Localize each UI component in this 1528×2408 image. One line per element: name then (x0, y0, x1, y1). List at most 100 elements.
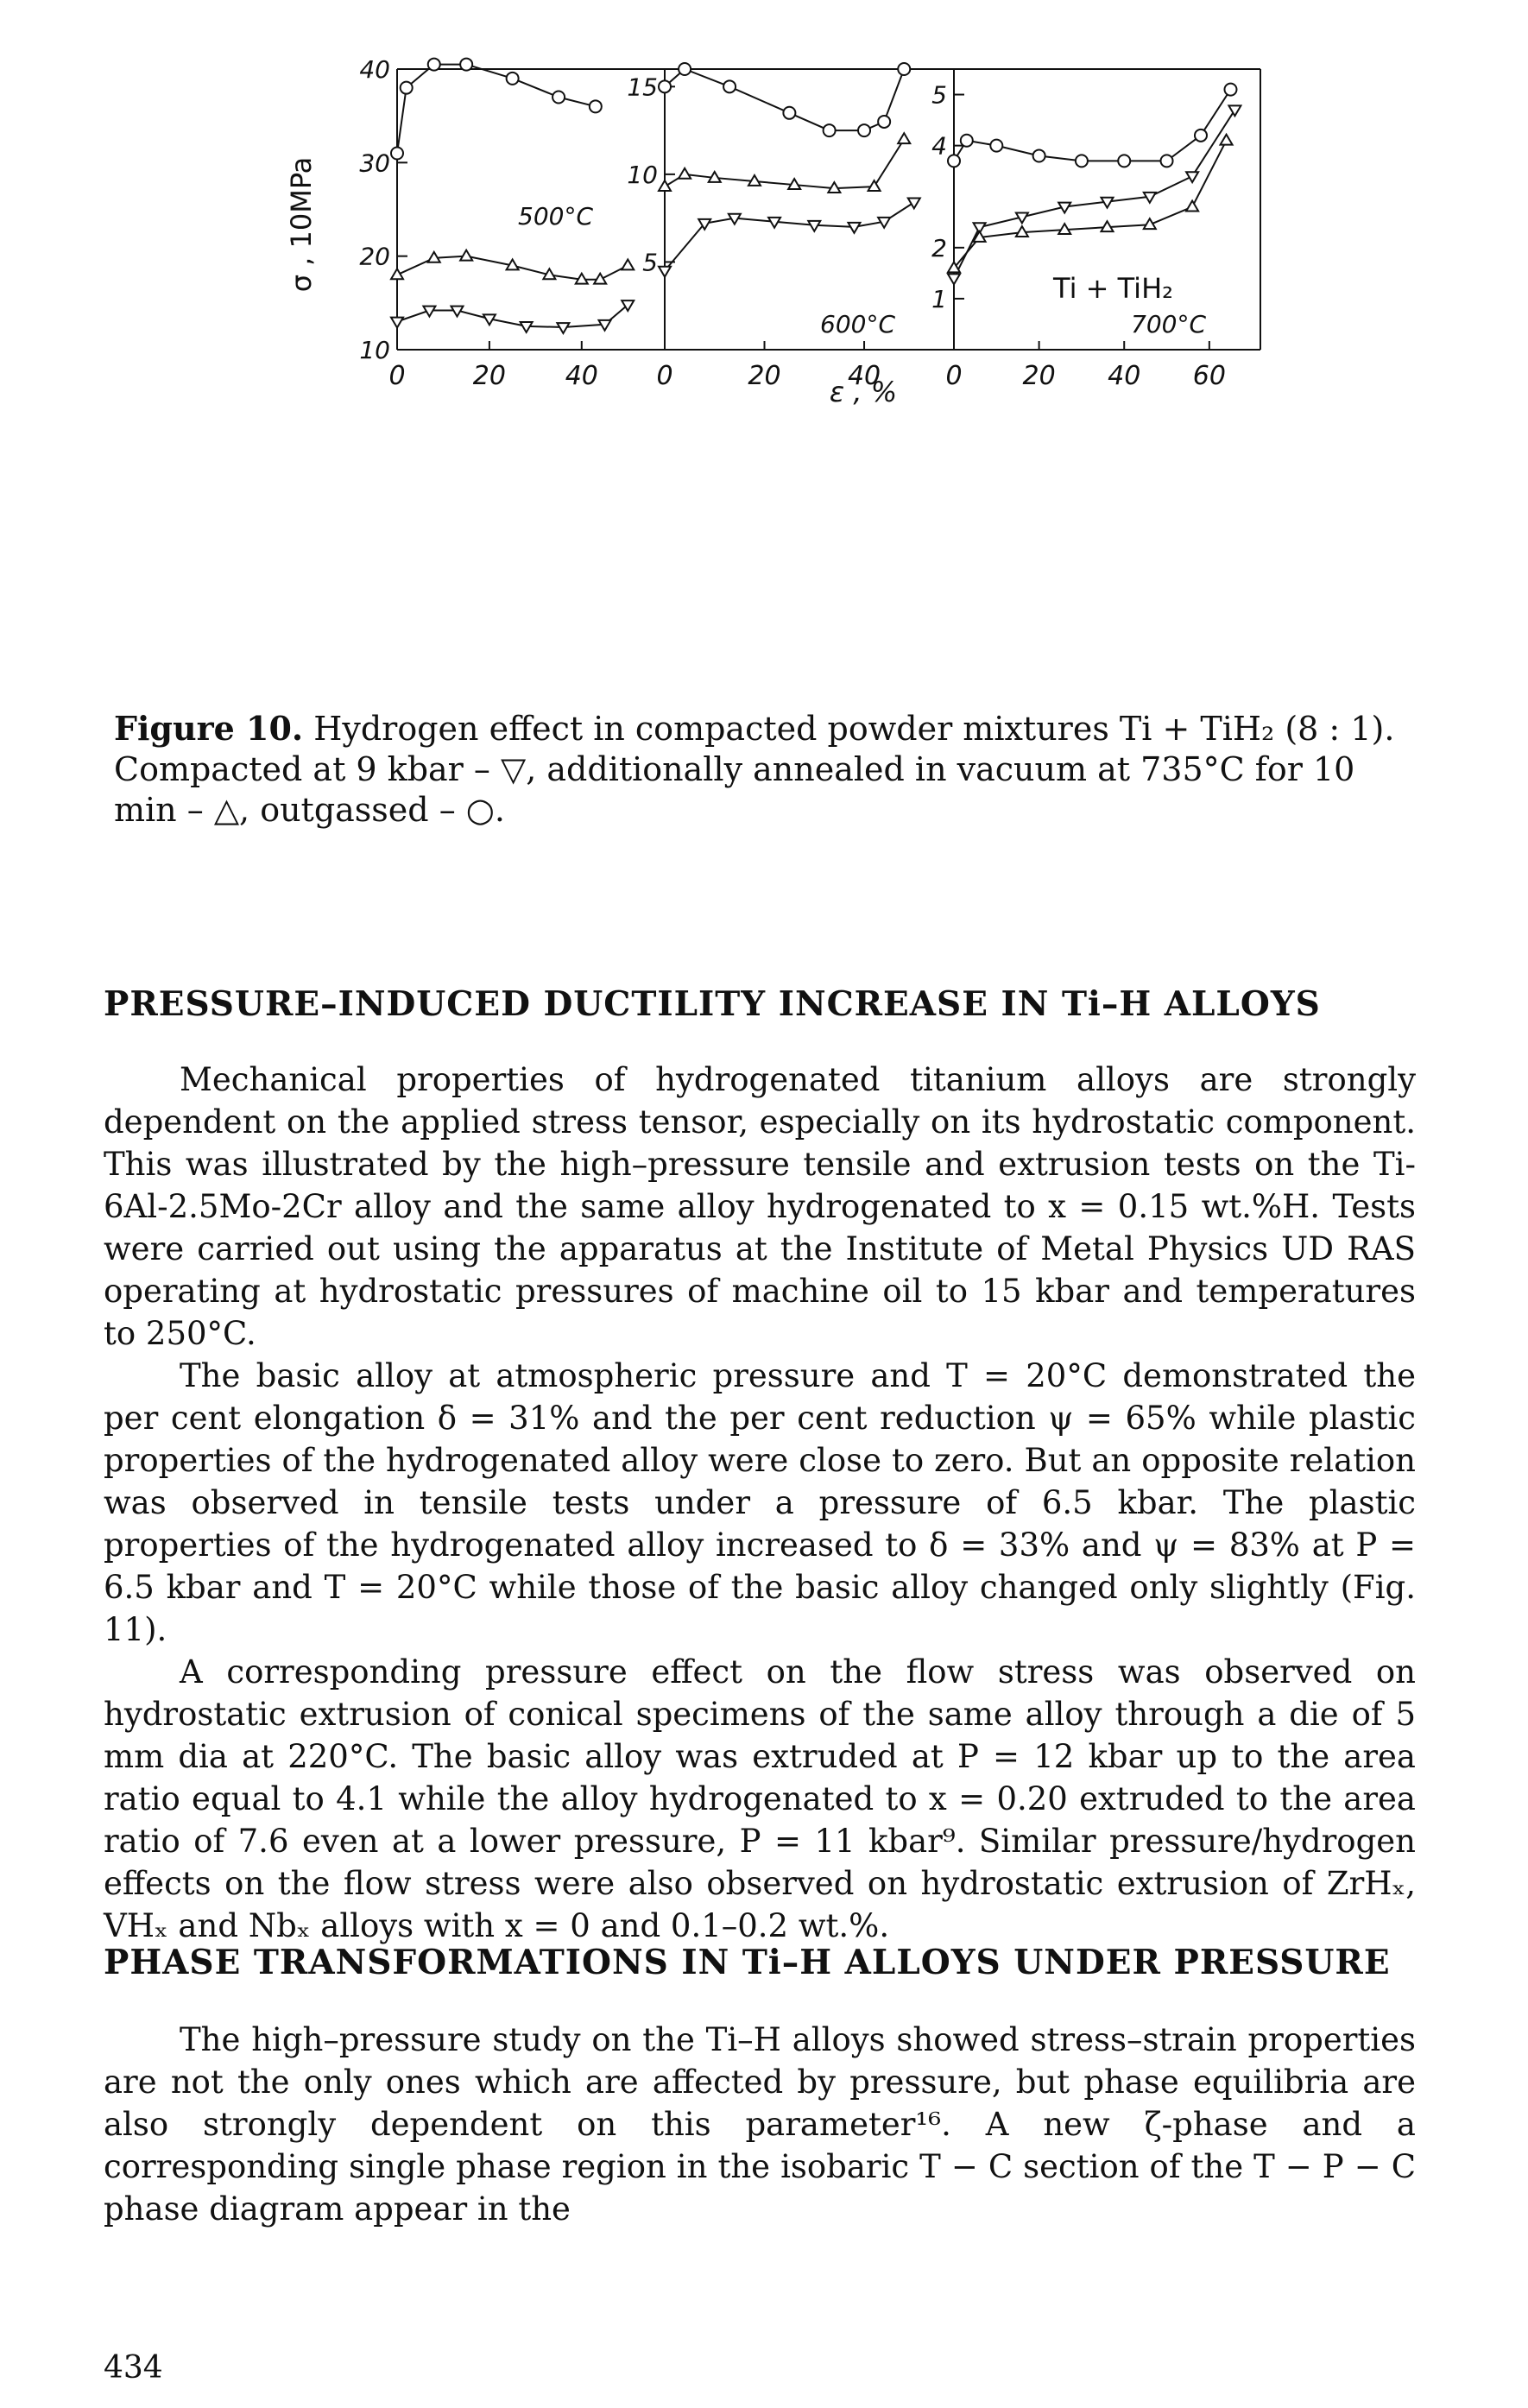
data-point-triangle-up (866, 179, 882, 192)
series-line (953, 140, 1228, 269)
data-point-circle (1117, 154, 1132, 168)
x-tick-label: 0 (945, 361, 962, 391)
data-point-triangle-up (896, 131, 912, 145)
data-point-triangle-down (1142, 191, 1158, 205)
data-point-triangle-up (657, 179, 672, 192)
data-point-triangle-up (1099, 219, 1115, 233)
data-point-triangle-up (1184, 199, 1200, 212)
data-point-circle (1159, 154, 1174, 168)
series-line (664, 201, 915, 272)
paragraph: The high–pressure study on the Ti–H allo… (104, 2021, 1416, 2228)
paragraph: Mechanical properties of hydrogenated ti… (104, 1061, 1416, 1352)
data-point-triangle-down (697, 218, 712, 231)
data-point-circle (1032, 149, 1046, 163)
data-point-circle (678, 62, 692, 76)
x-tick-label: 0 (656, 361, 672, 391)
data-point-circle (857, 123, 872, 138)
data-point-triangle-down (518, 321, 534, 334)
data-point-triangle-down (806, 219, 823, 233)
y-axis-label: σ , 10MPa (285, 157, 318, 293)
data-point-triangle-down (876, 216, 892, 230)
data-point-triangle-up (592, 271, 608, 285)
paragraph: The basic alloy at atmospheric pressure … (104, 1357, 1416, 1648)
system-label: Ti + TiH₂ (1052, 272, 1173, 305)
data-point-triangle-up (707, 169, 723, 183)
data-point-triangle-down (946, 273, 962, 287)
data-point-triangle-down (620, 300, 635, 313)
panel-temp-label: 600°C (820, 310, 895, 338)
data-point-circle (947, 154, 961, 168)
y-tick-label: 5 (642, 248, 658, 276)
panel-temp-label: 700°C (1131, 310, 1206, 338)
series-line (953, 109, 1236, 279)
y-tick-label: 4 (931, 132, 947, 161)
data-point-triangle-down (767, 216, 782, 230)
y-tick-label: 10 (627, 161, 658, 189)
x-tick-label: 40 (1108, 361, 1140, 391)
y-tick-label: 30 (359, 149, 390, 177)
data-point-triangle-down (1014, 212, 1030, 225)
y-tick-label: 15 (627, 73, 658, 101)
paragraph: A corresponding pressure effect on the f… (104, 1653, 1416, 1944)
series-line (396, 63, 597, 154)
data-point-triangle-up (541, 267, 558, 281)
data-point-circle (959, 133, 974, 148)
data-point-triangle-up (747, 174, 762, 186)
data-point-triangle-up (946, 260, 962, 274)
panel-temp-label: 500°C (518, 202, 593, 231)
data-point-triangle-down (727, 212, 742, 226)
data-point-circle (390, 146, 404, 161)
data-point-triangle-down (421, 305, 438, 319)
data-point-triangle-up (826, 180, 843, 194)
data-point-triangle-down (846, 221, 862, 235)
y-tick-label: 5 (931, 81, 947, 110)
data-point-circle (505, 71, 520, 85)
x-tick-label: 20 (473, 361, 506, 391)
data-point-triangle-down (449, 305, 465, 319)
data-point-triangle-up (574, 271, 590, 285)
series-line (664, 138, 906, 190)
data-point-circle (877, 114, 892, 129)
data-point-triangle-down (1099, 196, 1115, 210)
data-point-triangle-down (1184, 171, 1200, 185)
data-point-triangle-down (971, 222, 988, 236)
data-point-triangle-up (1218, 132, 1234, 146)
data-point-circle (989, 138, 1004, 153)
data-point-circle (459, 57, 474, 72)
x-tick-label: 60 (1193, 361, 1226, 391)
data-point-triangle-down (657, 265, 672, 279)
data-point-circle (897, 62, 912, 76)
section-body-phase: The high–pressure study on the Ti–H allo… (104, 2019, 1416, 2230)
y-tick-label: 20 (359, 243, 390, 271)
data-point-triangle-down (482, 313, 497, 327)
x-tick-label: 40 (848, 361, 881, 391)
x-tick-label: 0 (388, 361, 405, 391)
y-tick-label: 2 (931, 234, 947, 262)
data-point-triangle-down (906, 197, 922, 211)
section-body-ductility: Mechanical properties of hydrogenated ti… (104, 1059, 1416, 1947)
data-point-circle (723, 79, 737, 94)
section-heading-ductility: PRESSURE–INDUCED DUCTILITY INCREASE IN T… (104, 984, 1321, 1024)
data-point-triangle-down (1227, 104, 1243, 118)
data-point-circle (588, 99, 603, 114)
data-point-triangle-up (1142, 217, 1158, 231)
x-tick-label: 20 (748, 361, 780, 391)
y-tick-label: 10 (359, 336, 390, 364)
data-point-triangle-up (504, 257, 521, 271)
y-tick-label: 1 (931, 285, 947, 313)
data-point-circle (1074, 154, 1089, 168)
data-point-circle (399, 80, 414, 95)
data-point-triangle-up (677, 166, 692, 180)
data-point-circle (658, 79, 672, 94)
data-point-triangle-up (1057, 222, 1072, 236)
data-point-triangle-up (786, 177, 802, 190)
data-point-triangle-down (1057, 201, 1072, 215)
data-point-triangle-up (458, 248, 474, 262)
data-point-triangle-up (1014, 224, 1030, 237)
caption-text: Hydrogen effect in compacted powder mixt… (114, 710, 1395, 829)
figure-caption: Figure 10. Hydrogen effect in compacted … (114, 708, 1426, 831)
data-point-circle (426, 57, 441, 72)
x-axis-label: ε , % (830, 376, 897, 408)
